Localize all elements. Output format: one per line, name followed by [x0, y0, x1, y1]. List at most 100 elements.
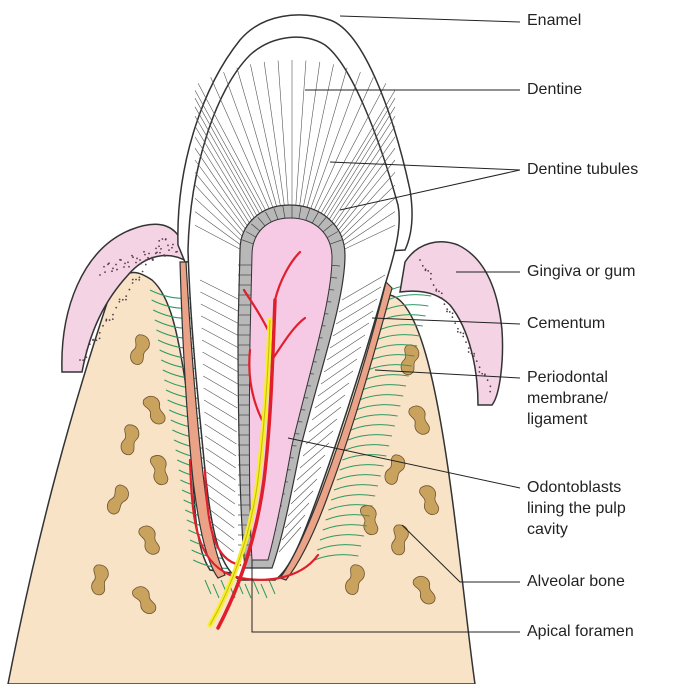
label-alveolar-bone: Alveolar bone [527, 571, 625, 592]
gingiva-dot [419, 259, 421, 261]
gingiva-dot [471, 352, 473, 354]
gingiva-dot [148, 253, 150, 255]
label-periodontal: Periodontal membrane/ ligament [527, 367, 608, 430]
gingiva-dot [147, 257, 149, 259]
gingiva-dot [142, 271, 144, 273]
label-odontoblasts-line-3: cavity [527, 519, 626, 540]
gingiva-dot [116, 269, 118, 271]
gingiva-dot [490, 385, 492, 387]
gingiva-dot [479, 366, 481, 368]
gingiva-dot [86, 356, 88, 358]
gingiva-dot [427, 270, 429, 272]
gingiva-dot [473, 355, 475, 357]
gingiva-dot [454, 322, 456, 324]
gingiva-dot [487, 379, 489, 381]
gingiva-dot [79, 359, 81, 361]
gingiva-dot [139, 259, 141, 261]
gingiva-dot [481, 373, 483, 375]
gingiva-dot [476, 360, 478, 362]
gingiva-dot [135, 262, 137, 264]
gingiva-dot [484, 373, 486, 375]
gingiva-dot [119, 298, 121, 300]
gingiva-dot [457, 331, 459, 333]
label-odontoblasts-line-1: Odontoblasts [527, 477, 626, 498]
gingiva-dot [112, 314, 114, 316]
gingiva-dot [446, 311, 448, 313]
gingiva-dot [465, 341, 467, 343]
gingiva-dot [425, 269, 427, 271]
gingiva-dot [103, 266, 105, 268]
gingiva-dot [111, 270, 113, 272]
gingiva-dot [460, 332, 462, 334]
label-periodontal-line-2: membrane/ [527, 388, 608, 409]
gingiva-dot [158, 240, 160, 242]
gingiva-dot [167, 244, 169, 246]
gingiva-dot [143, 251, 145, 253]
label-apical-foramen: Apical foramen [527, 621, 634, 642]
gingiva-dot [124, 263, 126, 265]
gingiva-dot [144, 254, 146, 256]
gingiva-dot [422, 265, 424, 267]
gingiva-dot [158, 245, 160, 247]
gingiva-dot [446, 308, 448, 310]
label-periodontal-line-1: Periodontal [527, 367, 608, 388]
gingiva-dot [435, 290, 437, 292]
gingiva-dot [99, 332, 101, 334]
label-periodontal-line-3: ligament [527, 409, 608, 430]
label-cementum: Cementum [527, 313, 605, 334]
gingiva-dot [125, 295, 127, 297]
gingiva-dot [82, 359, 84, 361]
gingiva-dot [129, 289, 131, 291]
gingiva-dot [99, 274, 101, 276]
gingiva-dot [122, 299, 124, 301]
gingiva-dot [171, 247, 173, 249]
gingiva-dot [430, 273, 432, 275]
gingiva-dot [165, 238, 167, 240]
gingiva-dot [159, 252, 161, 254]
gingiva-dot [479, 371, 481, 373]
label-dentine: Dentine [527, 79, 582, 100]
label-odontoblasts: Odontoblasts lining the pulp cavity [527, 477, 626, 540]
gingiva-dot [140, 263, 142, 265]
gingiva-dot [441, 292, 443, 294]
gingiva-dot [106, 319, 108, 321]
gingiva-dot [107, 263, 109, 265]
gingiva-dot [109, 319, 111, 321]
gingiva-dot [145, 264, 147, 266]
label-gingiva: Gingiva or gum [527, 261, 636, 282]
gingiva-dot [131, 255, 133, 257]
gingiva-dot [145, 259, 147, 261]
gingiva-dot [433, 284, 435, 286]
gingiva-dot [135, 279, 137, 281]
gingiva-dot [155, 247, 157, 249]
gingiva-dot [452, 312, 454, 314]
gingiva-dot [128, 266, 130, 268]
gingiva-dot [138, 279, 140, 281]
gingiva-dot [132, 256, 134, 258]
gingiva-dot [119, 259, 121, 261]
gingiva-dot [441, 297, 443, 299]
gingiva-dot [168, 249, 170, 251]
gingiva-dot [127, 261, 129, 263]
gingiva-dot [444, 303, 446, 305]
gingiva-dot [430, 278, 432, 280]
gingiva-dot [172, 244, 174, 246]
gingiva-dot [104, 271, 106, 273]
gingiva-dot [473, 353, 475, 355]
gingiva-dot [132, 282, 134, 284]
gingiva-dot [152, 257, 154, 259]
leader-enamel [340, 16, 520, 22]
gingiva-dot [160, 248, 162, 250]
gingiva-dot [449, 311, 451, 313]
gingiva-dot [175, 251, 177, 253]
label-dentine-tubules: Dentine tubules [527, 159, 638, 180]
label-odontoblasts-line-2: lining the pulp [527, 498, 626, 519]
gingiva-dot [96, 339, 98, 341]
gingiva-dot [468, 351, 470, 353]
gingiva-dot [462, 336, 464, 338]
gingiva-dot [436, 288, 438, 290]
gingiva-dot [89, 343, 91, 345]
gingiva-dot [123, 266, 125, 268]
gingiva-dot [489, 391, 491, 393]
